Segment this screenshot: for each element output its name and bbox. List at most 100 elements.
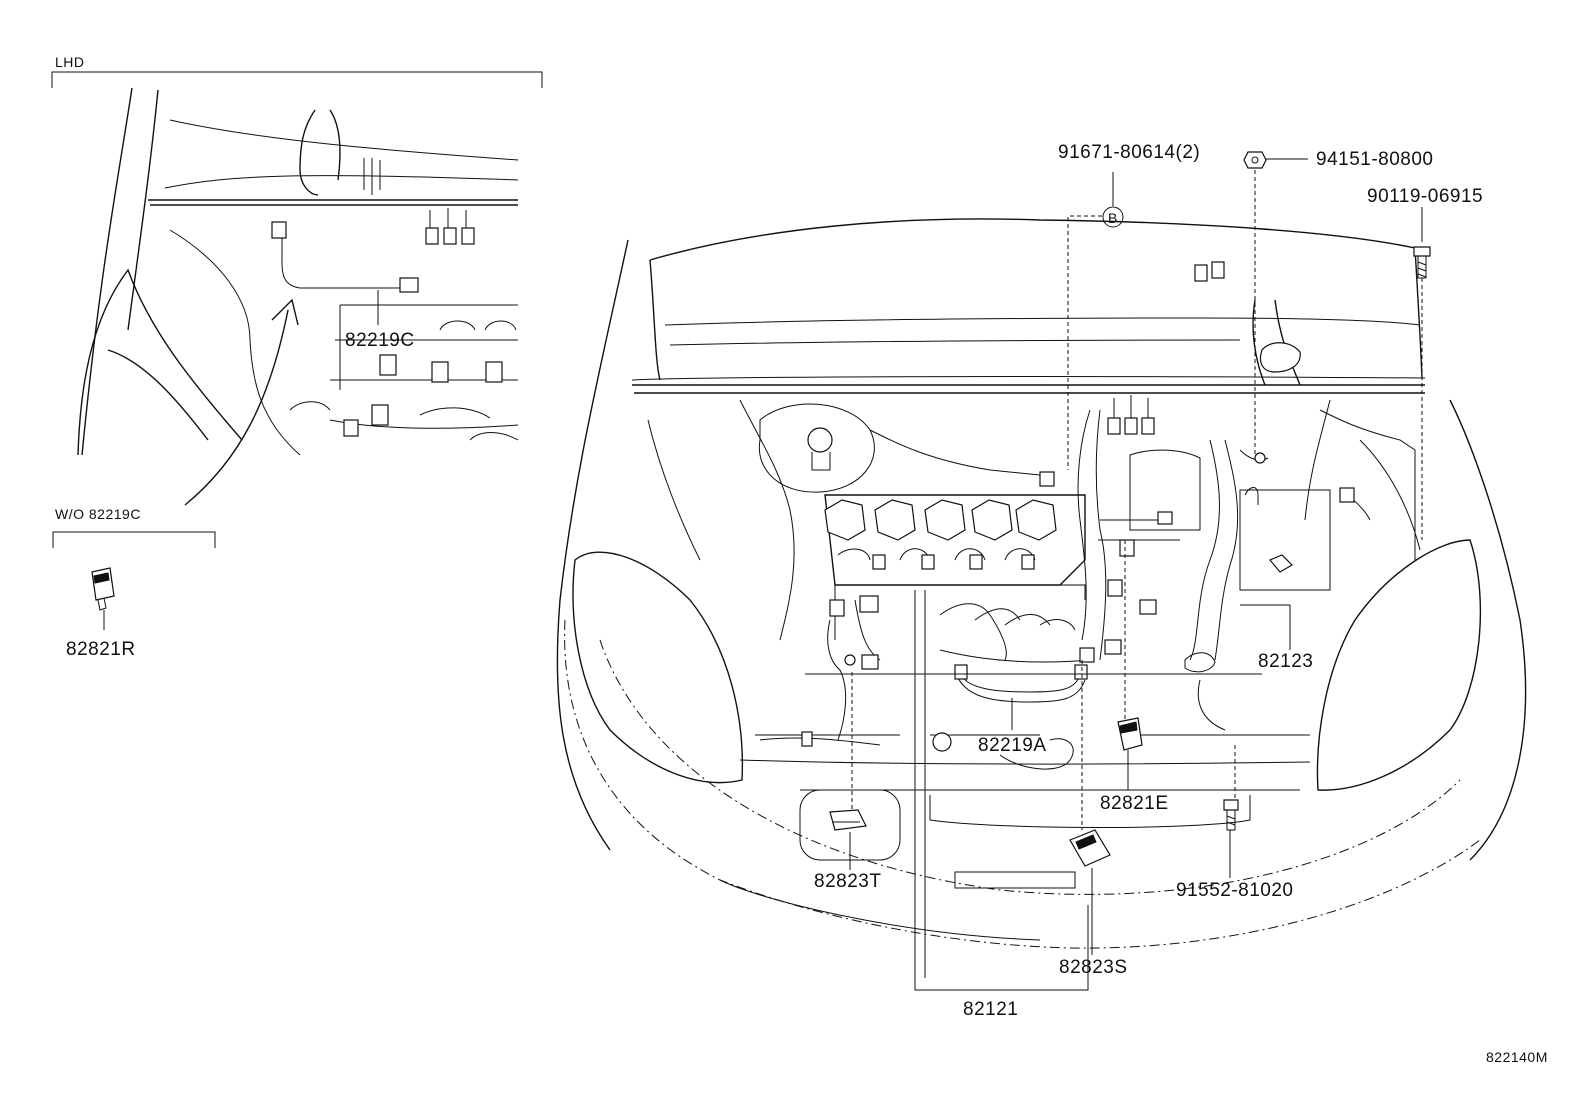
leader-82121-bracket: [914, 590, 1089, 991]
engine: [824, 494, 1091, 663]
inset-pillar-inner: [127, 89, 159, 331]
inset-strut-line: [169, 229, 301, 456]
inset-coil-connector-2: [431, 361, 449, 383]
inset-coils: [439, 320, 517, 331]
leaders: [805, 158, 1423, 991]
body-left: [556, 239, 629, 851]
battery: [1239, 409, 1416, 591]
harness-center: [1077, 409, 1091, 641]
label-91671: 91671-80614(2): [1058, 142, 1200, 163]
inset-connector-4: [461, 227, 475, 245]
inset-wo-bracket: [52, 531, 216, 548]
body-right: [1449, 399, 1527, 861]
coil-connector-4: [1021, 554, 1035, 570]
nut-94151-icon: [1243, 151, 1267, 169]
inset-connector-6: [343, 419, 359, 437]
coil-connector-1: [872, 554, 886, 570]
intake-runners: [939, 603, 1076, 661]
label-82821r: 82821R: [66, 639, 136, 660]
bolt-90119-icon: [1413, 246, 1431, 279]
lower-branch: [1197, 679, 1226, 731]
inset-coil-connector-3: [485, 361, 503, 383]
callout-b-label: B: [1108, 210, 1118, 226]
inset-coil-connector-1: [379, 354, 397, 376]
coil-connector-2: [921, 554, 935, 570]
label-82823s: 82823S: [1059, 957, 1128, 978]
inset-connector-82219c: [399, 277, 419, 293]
relay-82823s-icon: [1069, 829, 1111, 867]
vehicle-outline: [556, 218, 1527, 949]
inset-connector-3: [443, 227, 457, 245]
coil-2: [874, 499, 916, 541]
relay-82821r-icon: [91, 567, 115, 611]
left-harness: [827, 619, 847, 741]
bumper-outline: [564, 619, 1481, 949]
hood-right-side: [1414, 247, 1423, 379]
left-strut-area: [739, 399, 795, 641]
inset-lhd: LHD 82219C: [51, 54, 543, 506]
inset-connector-2: [425, 227, 439, 245]
grille-lower: [739, 759, 1311, 765]
headlight-right: [1316, 539, 1482, 791]
harness-right: [1189, 439, 1220, 661]
harness-cross: [1098, 519, 1180, 541]
coil-5: [1015, 499, 1057, 541]
label-82823t: 82823T: [814, 871, 881, 892]
label-82219a: 82219A: [978, 735, 1047, 756]
coil-3: [924, 499, 966, 541]
bumper-inner: [599, 639, 1461, 895]
label-82821e: 82821E: [1100, 793, 1169, 814]
figure-code: 822140M: [1486, 1049, 1548, 1065]
hood-leading-edge: [649, 218, 1416, 261]
label-82121: 82121: [963, 999, 1018, 1020]
coil-1: [824, 499, 866, 541]
inset-connector-1: [271, 221, 287, 239]
harness-firewall-pass: [1252, 299, 1266, 386]
leader-82123: [1240, 604, 1291, 650]
headlight-left: [572, 551, 744, 784]
hood-crease-2: [669, 339, 1241, 346]
battery-connector: [1244, 487, 1259, 505]
license-plate-slot: [954, 871, 1076, 889]
inset-harness-loop: [299, 109, 319, 196]
hood-left-side: [649, 259, 661, 381]
cowl-bar-top: [631, 376, 1426, 381]
inset-lhd-label: LHD: [55, 54, 85, 70]
label-91552: 91552-81020: [1176, 880, 1294, 901]
sub-harness-82219a: [959, 671, 1081, 693]
relay-box: [1107, 261, 1225, 531]
horn-connector: [1184, 652, 1216, 673]
clip-91552-icon: [1223, 799, 1239, 831]
inset-fender-arch: [77, 268, 243, 456]
inset-cowl-line: [169, 119, 519, 161]
right-strut-area: [1304, 399, 1331, 521]
harness-right-2: [1214, 439, 1239, 661]
inset-wo-label: W/O 82219C: [55, 506, 141, 522]
leader-b-dotted: [1067, 215, 1102, 470]
inset-loom: [363, 158, 381, 195]
b-callout-circle: [1102, 206, 1124, 228]
hood-crease: [664, 317, 1421, 326]
inset-cowl-panel: [148, 199, 518, 206]
harness-center-2: [1095, 409, 1107, 661]
lower-center-part: [999, 738, 1074, 770]
inset-wo: W/O 82219C 82821R: [52, 506, 216, 660]
label-82123: 82123: [1258, 651, 1313, 672]
cowl-bar: [632, 384, 1425, 394]
relay-82821e-icon: [1117, 717, 1143, 751]
label-94151: 94151-80800: [1316, 149, 1434, 170]
inset-lhd-bracket: [51, 71, 543, 88]
inset-engine-block: [329, 304, 519, 429]
inset-harness-loop-2: [329, 109, 341, 181]
coil-4: [971, 499, 1013, 541]
coil-connector-3: [969, 554, 983, 570]
label-90119: 90119-06915: [1367, 186, 1483, 207]
grommet: [1259, 342, 1301, 373]
left-lower-wire: [759, 737, 881, 746]
cylinder-head: [824, 494, 1086, 586]
lower-grille: [929, 795, 1251, 828]
bumper-lower: [719, 879, 1041, 941]
inset-fender-inner: [107, 349, 209, 441]
right-inner-fender: [1359, 439, 1421, 551]
